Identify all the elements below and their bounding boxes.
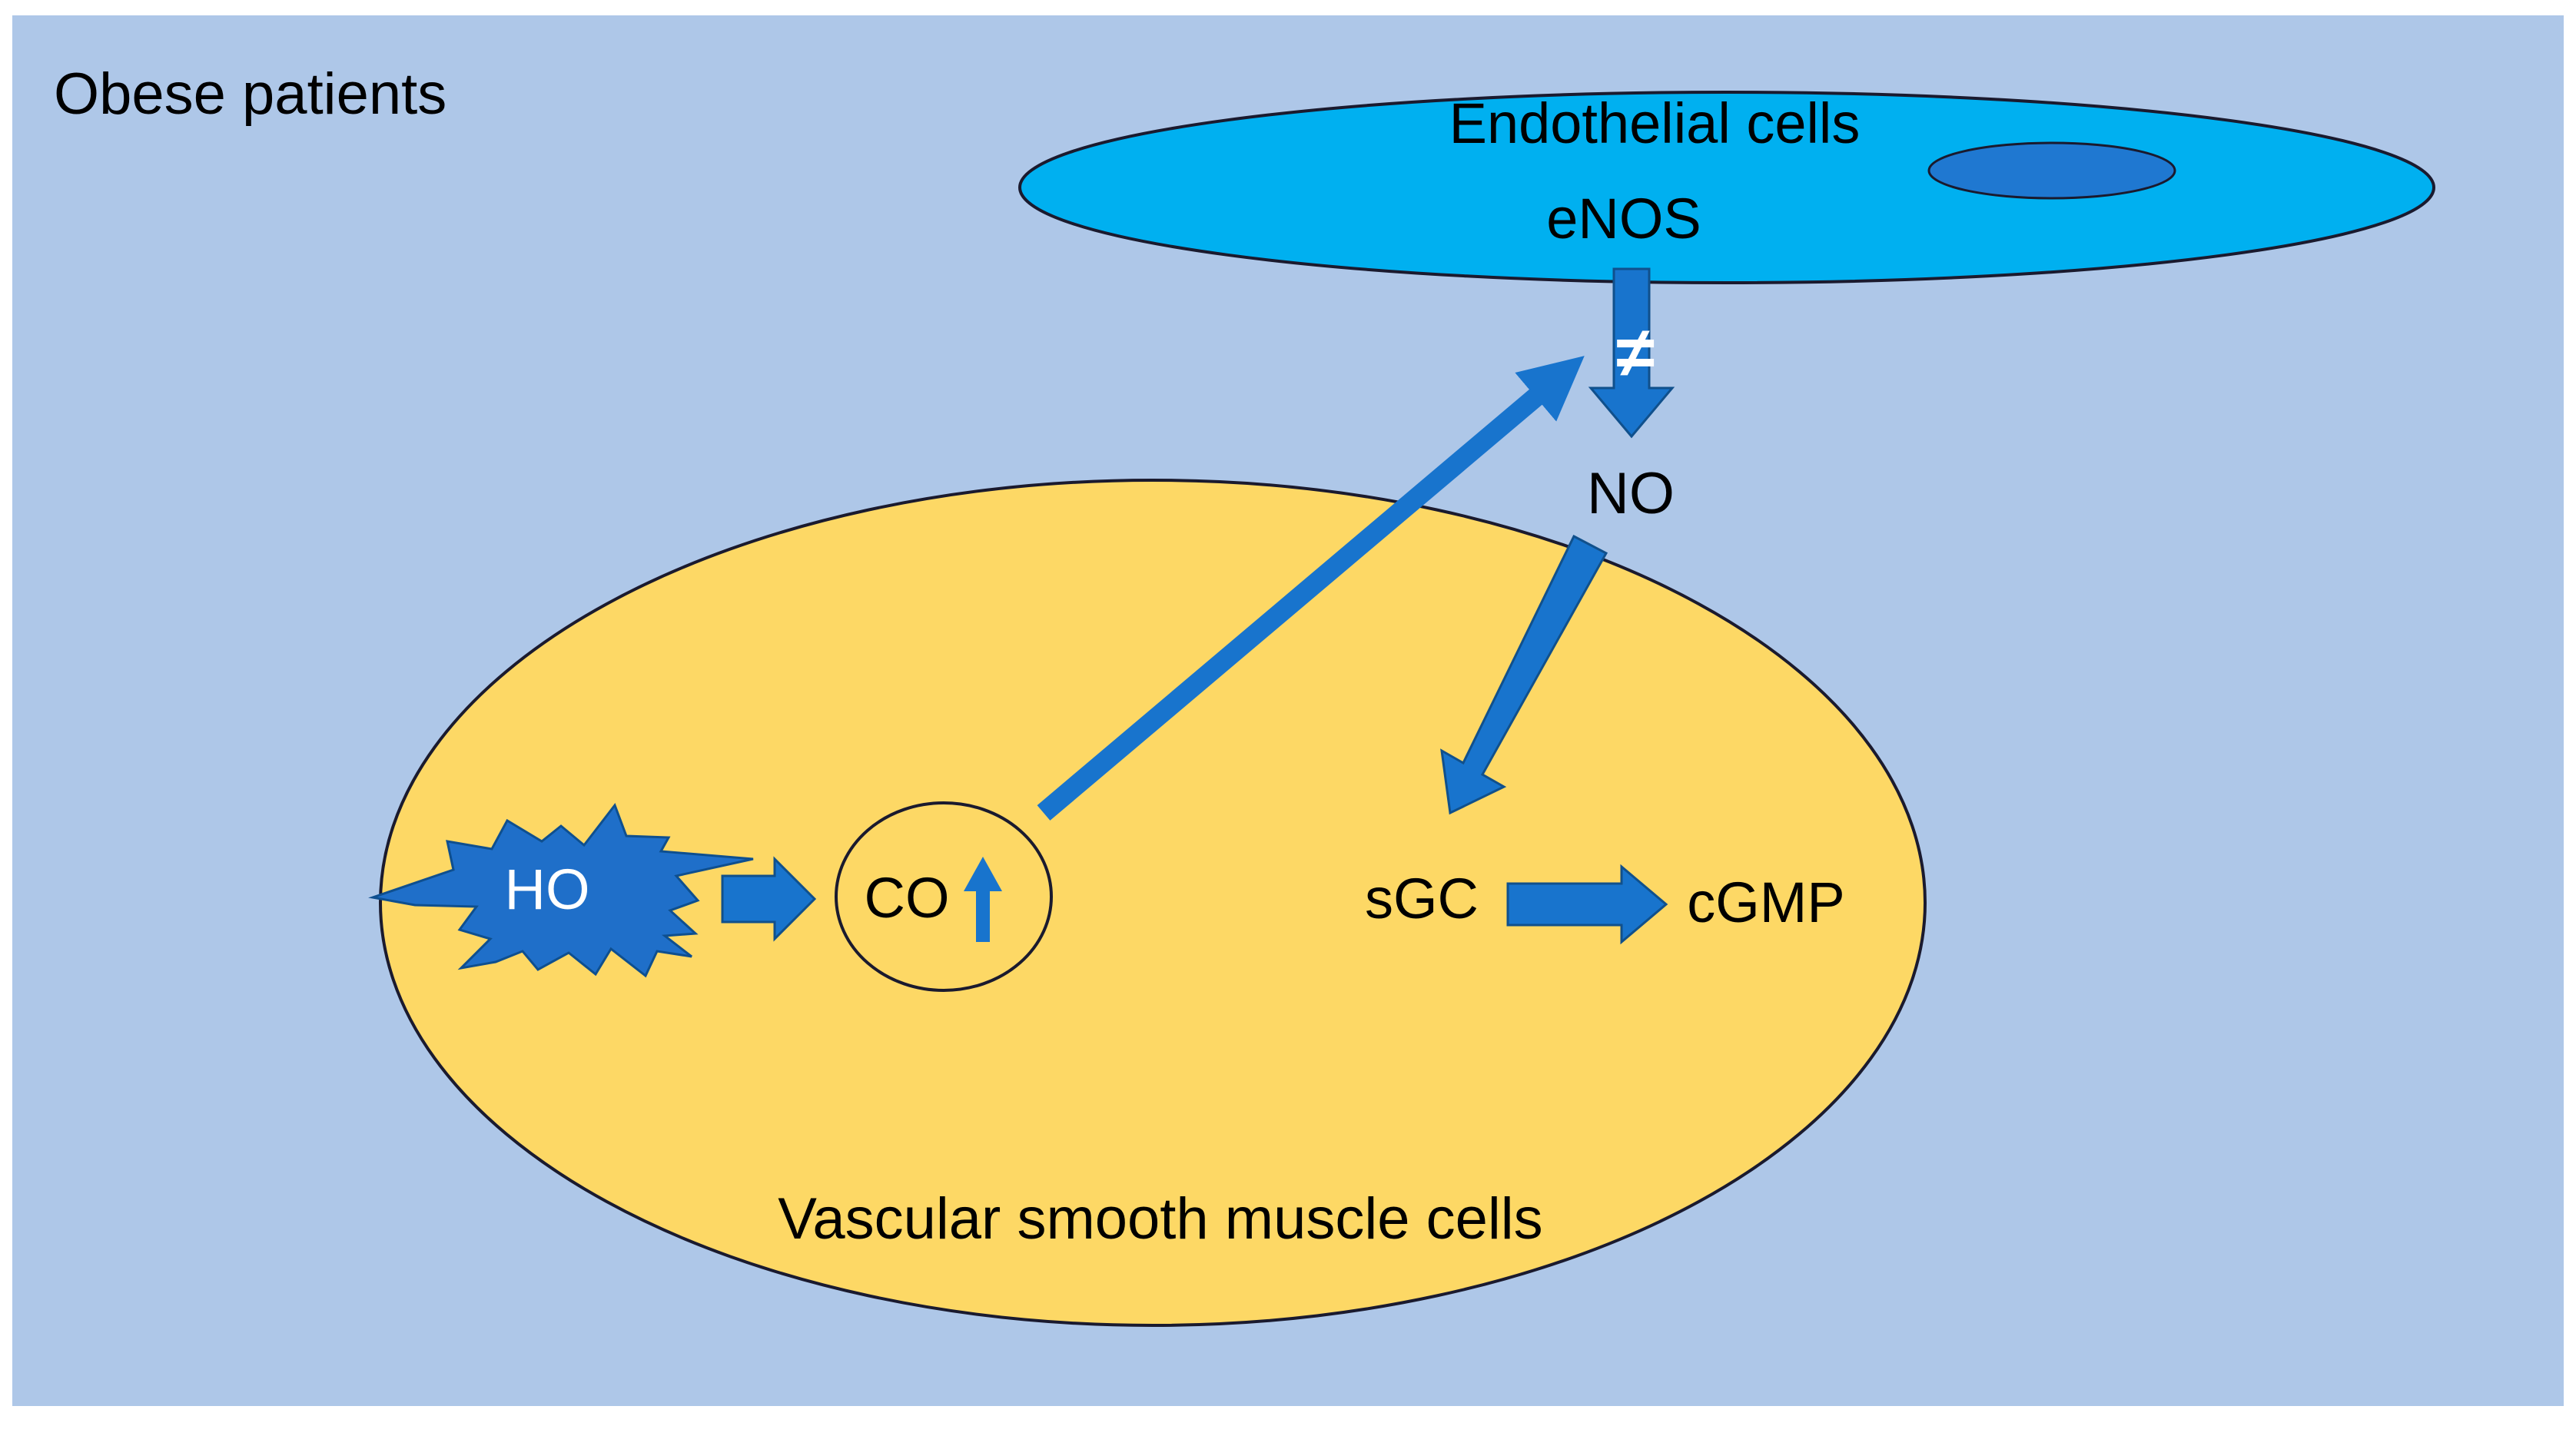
ho-starburst-icon <box>368 802 754 978</box>
sgc-label: sGC <box>1365 867 1479 930</box>
smooth-muscle-cell <box>379 479 1927 1327</box>
sgc-to-cgmp-arrow <box>1506 864 1668 945</box>
no-label: NO <box>1587 461 1675 526</box>
endothelial-nucleus <box>1927 141 2176 200</box>
cgmp-label: cGMP <box>1687 871 1845 934</box>
figure-title: Obese patients <box>54 61 446 127</box>
endothelial-cells-label: Endothelial cells <box>1449 91 1861 155</box>
co-label: CO <box>865 866 950 930</box>
ho-to-co-arrow <box>721 856 817 942</box>
enos-label: eNOS <box>1546 187 1701 250</box>
co-to-enos-arrow <box>1037 356 1585 821</box>
ho-label: HO <box>505 857 590 921</box>
enos-to-no-arrow <box>1588 267 1675 439</box>
inhibition-symbol: ≠ <box>1616 313 1655 392</box>
co-circle <box>835 801 1053 992</box>
vsmc-label: Vascular smooth muscle cells <box>778 1186 1542 1252</box>
co-increase-arrow-icon <box>964 857 1002 942</box>
endothelial-cell <box>1018 91 2435 284</box>
no-to-sgc-arrow <box>1440 534 1608 815</box>
